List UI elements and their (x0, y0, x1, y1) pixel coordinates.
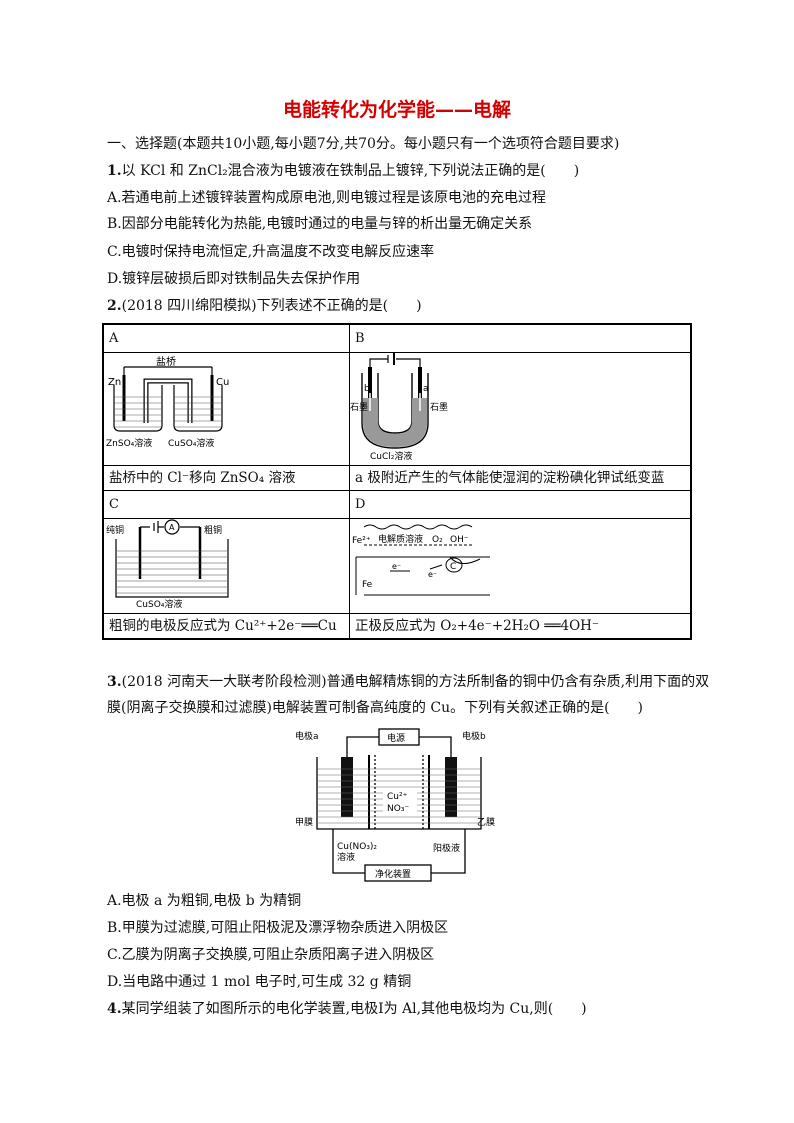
q3-option-a: A.电极 a 为粗铜,电极 b 为精铜 (107, 893, 302, 909)
fig-label: O₂ (432, 535, 443, 545)
cell-text-a: 盐桥中的 Cl⁻移向 ZnSO₄ 溶液 (102, 465, 350, 491)
fig-label: 乙膜 (477, 817, 495, 828)
question-1: 1.以 KCl 和 ZnCl₂混合液为电镀液在铁制品上镀锌,下列说法正确的是( … (107, 162, 579, 180)
fig-label: CuCl₂溶液 (370, 450, 412, 461)
question-stem-line2: 膜(阴离子交换膜和过滤膜)电解装置可制备高纯度的 Cu。下列有关叙述正确的是( … (107, 700, 644, 716)
q3-option-b: B.甲膜为过滤膜,可阻止阳极泥及漂浮物杂质进入阴极区 (107, 920, 449, 936)
section-heading: 一、选择题(本题共10小题,每小题7分,共70分。每小题只有一个选项符合题目要求… (107, 136, 620, 152)
fig-label: Cu²⁺ (387, 792, 408, 802)
fig-label: OH⁻ (450, 535, 469, 545)
cell-label-c: C (102, 490, 350, 519)
question-number: 4. (107, 1001, 122, 1017)
ammeter-icon: A (169, 523, 175, 532)
figure-d-cell: Fe²⁺ 电解质溶液 O₂ OH⁻ e⁻ e⁻ C Fe (349, 518, 692, 614)
question-stem: 某同学组装了如图所示的电化学装置,电极Ⅰ为 Al,其他电极均为 Cu,则( ) (121, 1001, 587, 1017)
figure-a-cell: Zn Cu 盐桥 ZnSO₄溶液 CuSO₄溶液 (102, 352, 350, 466)
fig-label: CuSO₄溶液 (168, 437, 214, 449)
fig-label: 电源 (387, 732, 405, 744)
fig-label: a (423, 384, 429, 394)
u-tube-electrolysis-diagram: b a 石墨 石墨 CuCl₂溶液 (350, 353, 448, 462)
fig-label: Fe (362, 580, 373, 590)
q3-option-c: C.乙膜为阴离子交换膜,可阻止杂质阳离子进入阴极区 (107, 947, 435, 963)
question-number: 2. (107, 298, 122, 314)
question-stem: (2018 四川绵阳模拟)下列表述不正确的是( ) (121, 298, 422, 314)
cell-label-b: B (349, 323, 692, 353)
fig-label: 净化装置 (375, 868, 411, 880)
fig-label: 电解质溶液 (378, 533, 423, 545)
question-stem: 以 KCl 和 ZnCl₂混合液为电镀液在铁制品上镀锌,下列说法正确的是( ) (121, 163, 580, 179)
cell-text-d: 正极反应式为 O₂+4e⁻+2H₂O ══4OH⁻ (349, 613, 692, 640)
fig-label: 纯铜 (106, 524, 124, 536)
question-3: 3.(2018 河南天一大联考阶段检测)普通电解精炼铜的方法所制备的铜中仍含有杂… (107, 673, 709, 691)
question-number: 1. (107, 163, 122, 179)
page-title: 电能转化为化学能——电解 (282, 99, 511, 121)
fig-label: ZnSO₄溶液 (106, 437, 152, 449)
cell-text-c: 粗铜的电极反应式为 Cu²⁺+2e⁻══Cu (102, 613, 350, 640)
fig-label: e⁻ (392, 562, 401, 571)
fig-label: 电极b (462, 730, 486, 742)
fig-label: e⁻ (428, 570, 437, 579)
fig-label: 溶液 (337, 851, 355, 863)
corrosion-cell-diagram: Fe²⁺ 电解质溶液 O₂ OH⁻ e⁻ e⁻ C Fe (352, 524, 490, 596)
q1-option-b: B.因部分电能转化为热能,电镀时通过的电量与锌的析出量无确定关系 (107, 216, 533, 232)
question-stem-line1: (2018 河南天一大联考阶段检测)普通电解精炼铜的方法所制备的铜中仍含有杂质,… (121, 674, 710, 690)
cell-label-d: D (349, 490, 692, 519)
fig-label: 石墨 (350, 402, 368, 413)
fig-label: b (364, 384, 370, 394)
fig-label: CuSO₄溶液 (136, 598, 182, 609)
figure-b-cell: b a 石墨 石墨 CuCl₂溶液 (349, 352, 692, 466)
q1-option-a: A.若通电前上述镀锌装置构成原电池,则电镀过程是该原电池的充电过程 (107, 190, 547, 206)
cell-label-a: A (102, 323, 350, 353)
figure-c-cell: A 纯铜 粗铜 CuSO₄溶液 (102, 518, 350, 614)
cell-text-b: a 极附近产生的气体能使湿润的淀粉碘化钾试纸变蓝 (349, 465, 692, 491)
dual-membrane-electrolysis-diagram: 电极a 电极b 电源 Cu²⁺ NO₃⁻ 甲膜 乙膜 Cu(NO₃)₂ 溶液 阳… (295, 728, 495, 882)
question-4: 4.某同学组装了如图所示的电化学装置,电极Ⅰ为 Al,其他电极均为 Cu,则( … (107, 1000, 587, 1018)
fig-label: Zn (108, 377, 121, 388)
fig-label: C (450, 562, 456, 572)
q3-option-d: D.当电路中通过 1 mol 电子时,可生成 32 g 精铜 (107, 974, 412, 990)
question-2: 2.(2018 四川绵阳模拟)下列表述不正确的是( ) (107, 297, 422, 315)
fig-label: 石墨 (430, 402, 448, 413)
fig-label: Cu(NO₃)₂ (337, 842, 377, 852)
fig-label: NO₃⁻ (387, 804, 409, 814)
salt-bridge-cell-diagram: Zn Cu 盐桥 ZnSO₄溶液 CuSO₄溶液 (106, 355, 229, 449)
fig-label: 电极a (295, 730, 319, 742)
q1-option-d: D.镀锌层破损后即对铁制品失去保护作用 (107, 271, 361, 287)
fig-label: Fe²⁺ (352, 536, 371, 546)
fig-label: Cu (216, 377, 229, 388)
question-number: 3. (107, 674, 122, 690)
fig-label: 粗铜 (204, 524, 222, 536)
q1-option-c: C.电镀时保持电流恒定,升高温度不改变电解反应速率 (107, 244, 435, 260)
fig-label: 甲膜 (295, 817, 313, 828)
fig-label: 阳极液 (433, 842, 460, 854)
fig-label: 盐桥 (156, 355, 176, 368)
copper-refining-diagram: A 纯铜 粗铜 CuSO₄溶液 (106, 519, 229, 610)
options-table: A B (102, 323, 692, 640)
